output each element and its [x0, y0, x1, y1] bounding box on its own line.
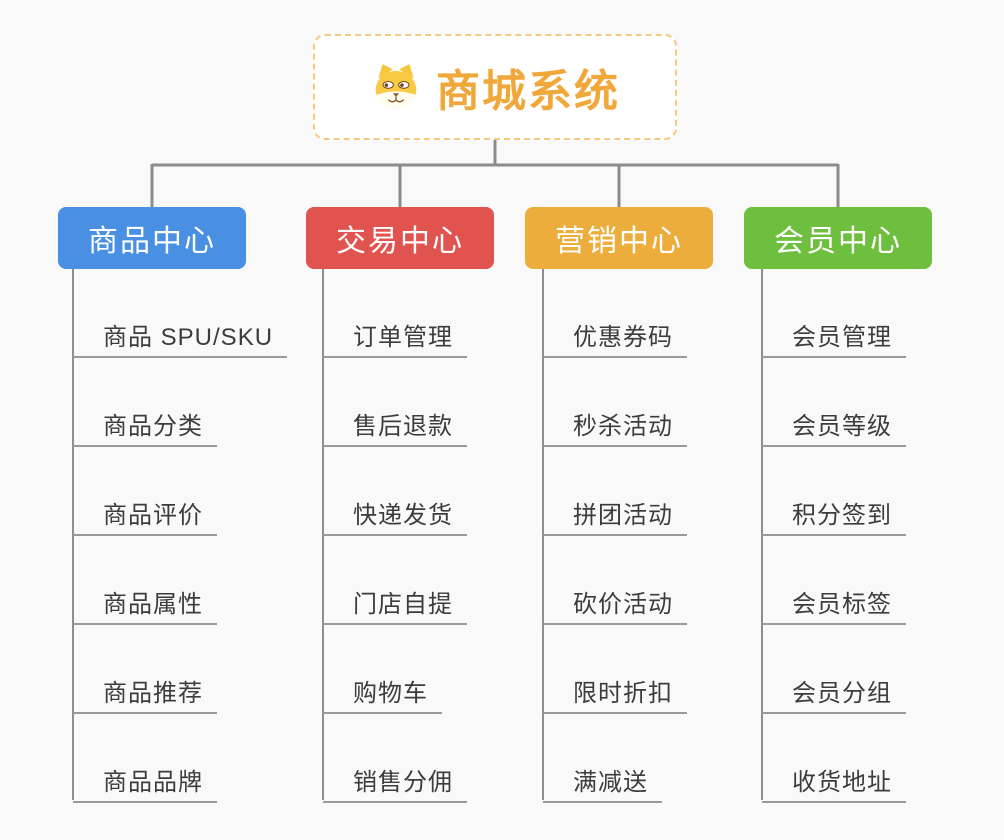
subtopic-node[interactable]: 商品属性: [73, 579, 217, 625]
subtopic-node[interactable]: 商品品牌: [73, 757, 217, 803]
subtopic-node[interactable]: 积分签到: [762, 490, 906, 536]
subtopic-node[interactable]: 砍价活动: [543, 579, 687, 625]
subtopic-node[interactable]: 秒杀活动: [543, 401, 687, 447]
subtopic-node[interactable]: 销售分佣: [323, 757, 467, 803]
branch-node-member-center[interactable]: 会员中心: [744, 207, 932, 269]
subtopic-node[interactable]: 优惠券码: [543, 312, 687, 358]
subtopic-node[interactable]: 收货地址: [762, 757, 906, 803]
subtopic-node[interactable]: 商品分类: [73, 401, 217, 447]
root-node-title: 商城系统: [436, 67, 620, 116]
subtopic-node[interactable]: 商品评价: [73, 490, 217, 536]
subtopic-node[interactable]: 商品推荐: [73, 668, 217, 714]
subtopic-node[interactable]: 限时折扣: [543, 668, 687, 714]
subtopic-node[interactable]: 快递发货: [323, 490, 467, 536]
dog-face-icon: [375, 64, 417, 109]
root-node[interactable]: 商城系统: [313, 34, 677, 140]
branch-node-trade-center[interactable]: 交易中心: [306, 207, 494, 269]
subtopic-node[interactable]: 门店自提: [323, 579, 467, 625]
subtopic-node[interactable]: 会员分组: [762, 668, 906, 714]
branch-node-marketing-center[interactable]: 营销中心: [525, 207, 713, 269]
subtopic-node[interactable]: 满减送: [543, 757, 662, 803]
subtopic-node[interactable]: 会员标签: [762, 579, 906, 625]
subtopic-node[interactable]: 拼团活动: [543, 490, 687, 536]
subtopic-node[interactable]: 会员等级: [762, 401, 906, 447]
subtopic-node[interactable]: 售后退款: [323, 401, 467, 447]
subtopic-node[interactable]: 购物车: [323, 668, 442, 714]
subtopic-node[interactable]: 商品 SPU/SKU: [73, 312, 288, 358]
branch-node-product-center[interactable]: 商品中心: [58, 207, 246, 269]
subtopic-node[interactable]: 会员管理: [762, 312, 906, 358]
subtopic-node[interactable]: 订单管理: [323, 312, 467, 358]
